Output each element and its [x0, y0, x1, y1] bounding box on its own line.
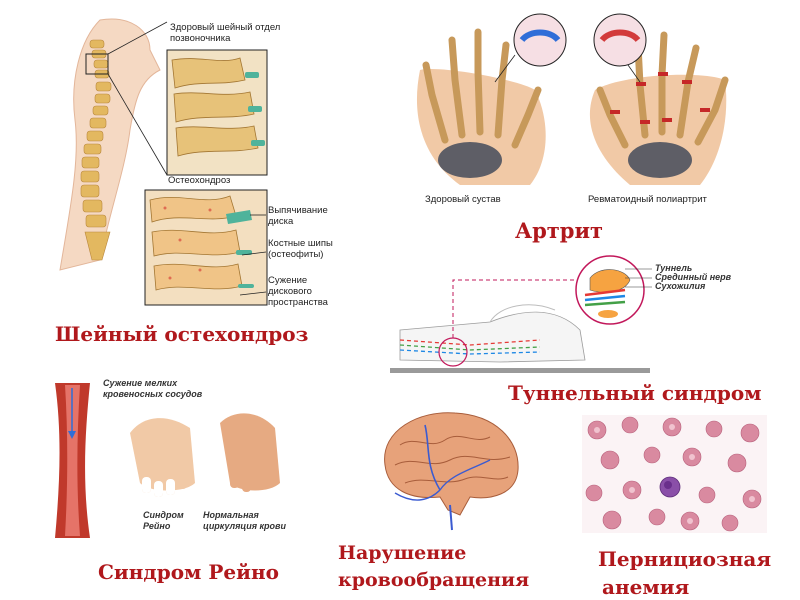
raynaud-hand-label: Синдром Рейно	[143, 510, 184, 531]
tunnel-panel	[380, 250, 780, 380]
spine-panel	[40, 10, 340, 310]
raynaud-vessel-label: Сужение мелких кровеносных сосудов	[103, 378, 203, 399]
spine-callout-osteophytes: Костные шипы (остеофиты)	[268, 238, 333, 260]
anemia-caption-line2: анемия	[602, 575, 690, 599]
blood-cells-illustration	[585, 416, 762, 532]
arthritis-caption: Артрит	[515, 218, 604, 243]
tunnel-label-nerve: Срединный нерв	[655, 272, 732, 282]
brain-caption-line1: Нарушение	[338, 542, 467, 564]
spine-callout-disc: Выпячивание диска	[268, 205, 328, 227]
hands-illustration	[416, 13, 729, 185]
spine-healthy-label: Здоровый шейный отдел позвоночника	[170, 22, 281, 44]
tunnel-illustration	[390, 255, 652, 373]
tunnel-caption: Туннельный синдром	[508, 381, 762, 405]
arthritis-panel	[400, 10, 750, 205]
spine-illustration	[59, 18, 268, 306]
anemia-caption-line1: Пернициозная	[598, 547, 772, 571]
spine-caption: Шейный остехондроз	[55, 322, 309, 346]
brain-panel	[370, 405, 530, 535]
brain-caption-line2: кровообращения	[338, 569, 530, 591]
raynaud-illustration	[55, 383, 280, 538]
raynaud-normal-label: Нормальная циркуляция крови	[203, 510, 286, 531]
anemia-panel	[582, 415, 767, 533]
raynaud-panel	[50, 373, 310, 543]
raynaud-caption: Синдром Рейно	[98, 560, 279, 584]
spine-callout-narrowing: Сужение дискового пространства	[268, 275, 328, 308]
brain-illustration	[384, 412, 519, 531]
spine-osteo-label: Остеохондроз	[168, 175, 231, 186]
arthritis-ra-label: Ревматоидный полиартрит	[588, 194, 707, 205]
tunnel-label-tunnel: Туннель	[655, 263, 693, 273]
arthritis-healthy-label: Здоровый сустав	[425, 194, 501, 205]
tunnel-label-tendons: Сухожилия	[655, 281, 706, 291]
